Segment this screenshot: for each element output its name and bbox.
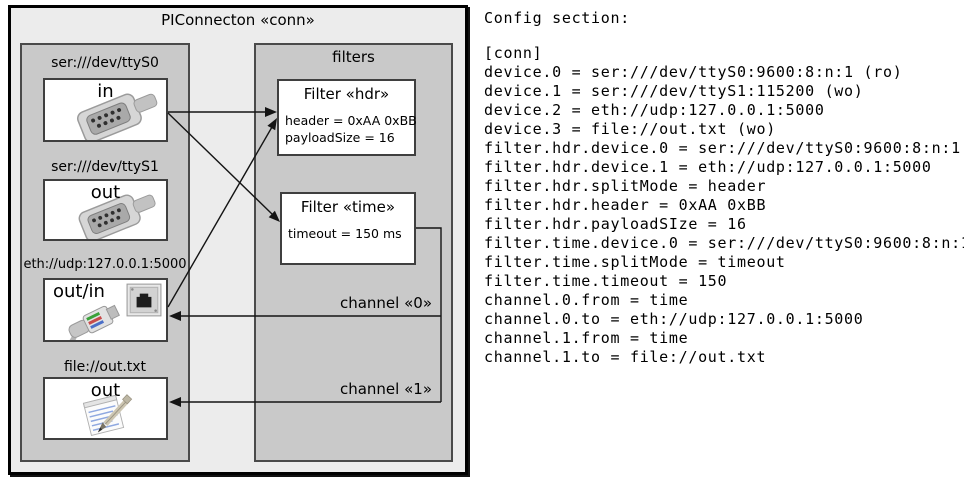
device-label-ser0: ser:///dev/ttyS0 xyxy=(51,55,159,71)
config-line: filter.hdr.header = 0xAA 0xBB xyxy=(484,196,767,214)
piconnection-diagram: PIConnecton «conn» ser:///dev/ttyS0 in s… xyxy=(8,5,468,475)
config-heading: Config section: xyxy=(484,9,630,27)
config-line: device.3 = file://out.txt (wo) xyxy=(484,120,776,138)
config-line: filter.time.device.0 = ser:///dev/ttyS0:… xyxy=(484,234,964,252)
config-line: channel.1.from = time xyxy=(484,329,689,347)
channel-0-label: channel «0» xyxy=(339,294,432,312)
filters-panel-title: filters xyxy=(332,48,375,66)
config-line: device.2 = eth://udp:127.0.0.1:5000 xyxy=(484,101,825,119)
ethernet-jack-icon xyxy=(126,283,162,317)
device-label-ser1: ser:///dev/ttyS1 xyxy=(51,159,159,175)
filter-time-param-timeout: timeout = 150 ms xyxy=(288,226,402,241)
filter-hdr-param-payload: payloadSize = 16 xyxy=(285,130,395,145)
device-direction-label: out xyxy=(90,380,121,401)
config-line: filter.hdr.splitMode = header xyxy=(484,177,767,195)
pencil-icon xyxy=(97,394,133,433)
filter-hdr-box: Filter «hdr» header = 0xAA 0xBB payloadS… xyxy=(277,79,417,156)
device-direction-label: out/in xyxy=(53,281,105,302)
filter-time-title: Filter «time» xyxy=(300,198,396,216)
config-line: filter.hdr.payloadSIze = 16 xyxy=(484,215,747,233)
channel-1-label: channel «1» xyxy=(339,380,432,398)
config-line: filter.time.timeout = 150 xyxy=(484,272,728,290)
config-lines: [conn] device.0 = ser:///dev/ttyS0:9600:… xyxy=(484,44,964,367)
ethernet-plug-icon xyxy=(62,304,120,340)
device-box-file: out xyxy=(43,377,168,440)
notepad-icon xyxy=(82,394,133,436)
filters-panel: filters Filter «hdr» header = 0xAA 0xBB … xyxy=(254,43,453,462)
serial-port-icon xyxy=(76,93,158,140)
config-line: channel.0.to = eth://udp:127.0.0.1:5000 xyxy=(484,310,864,328)
config-section: Config section: [conn] device.0 = ser://… xyxy=(484,9,964,367)
device-label-file: file://out.txt xyxy=(63,359,147,375)
device-box-ser1: out xyxy=(43,179,168,241)
filter-hdr-param-header: header = 0xAA 0xBB xyxy=(285,113,417,128)
device-label-eth: eth://udp:127.0.0.1:5000 xyxy=(23,257,187,272)
config-line: channel.0.from = time xyxy=(484,291,689,309)
device-box-eth: out/in xyxy=(43,278,168,342)
filter-time-box: Filter «time» timeout = 150 ms xyxy=(280,192,416,265)
config-line: filter.time.splitMode = timeout xyxy=(484,253,786,271)
config-line: device.0 = ser:///dev/ttyS0:9600:8:n:1 (… xyxy=(484,63,903,81)
config-line: filter.hdr.device.1 = eth://udp:127.0.0.… xyxy=(484,158,932,176)
filter-hdr-title: Filter «hdr» xyxy=(303,85,390,103)
config-line: channel.1.to = file://out.txt xyxy=(484,348,767,366)
serial-port-icon xyxy=(78,194,156,239)
diagram-title: PIConnecton «conn» xyxy=(161,11,315,29)
device-box-ser0: in xyxy=(43,78,168,142)
config-line: device.1 = ser:///dev/ttyS1:115200 (wo) xyxy=(484,82,864,100)
device-direction-label: in xyxy=(97,81,114,102)
device-direction-label: out xyxy=(90,182,121,203)
config-line: filter.hdr.device.0 = ser:///dev/ttyS0:9… xyxy=(484,139,961,157)
config-line: [conn] xyxy=(484,44,543,62)
devices-panel: ser:///dev/ttyS0 in ser:///dev/ttyS1 out xyxy=(20,43,190,462)
